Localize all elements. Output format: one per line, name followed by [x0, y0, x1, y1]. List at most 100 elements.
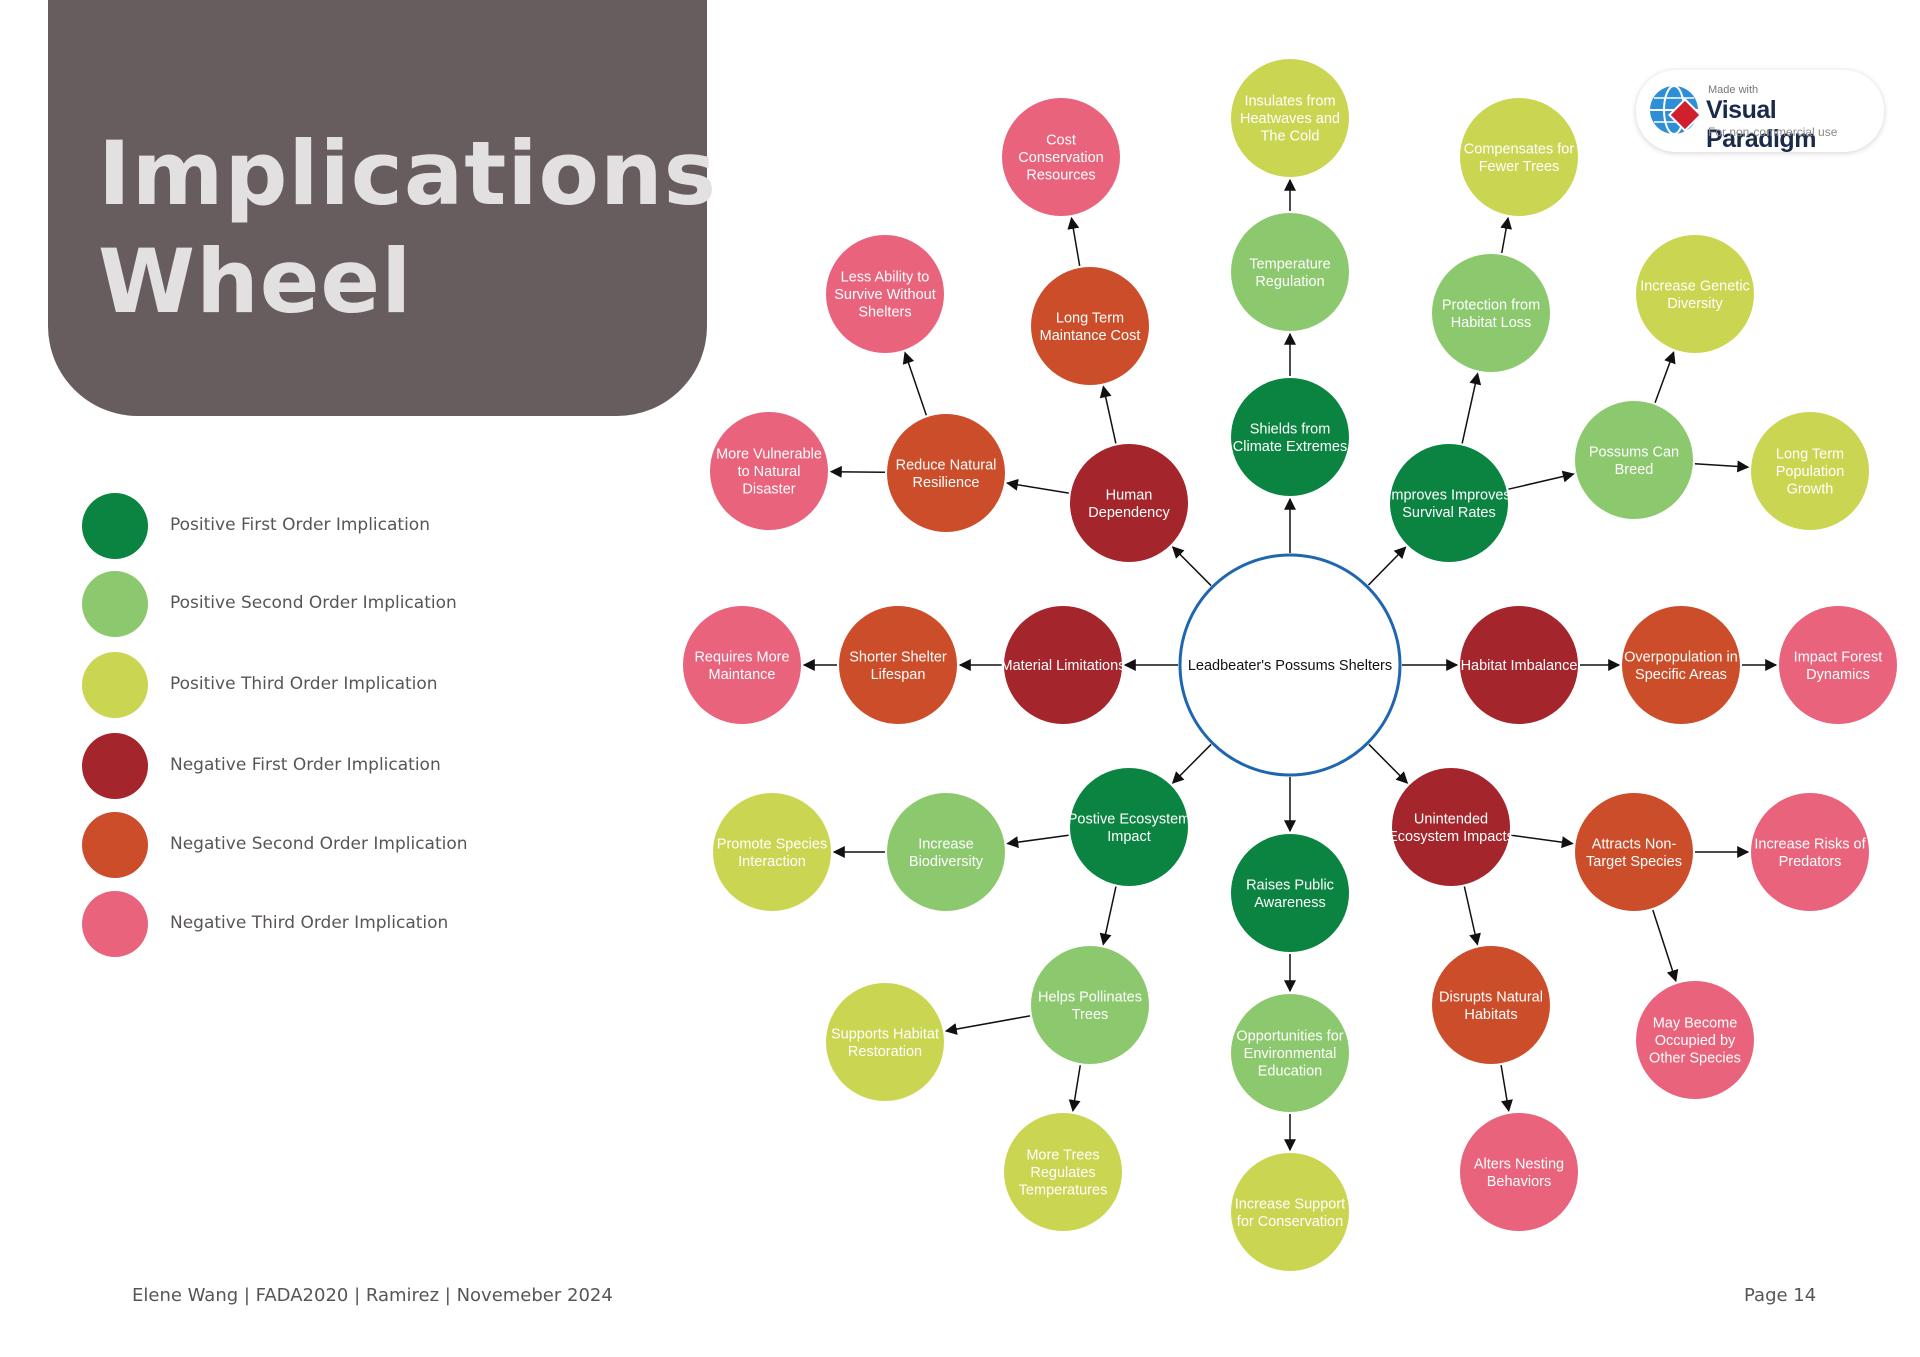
node-circle: [1751, 412, 1869, 530]
node-circle: [887, 793, 1005, 911]
node-label-line: Growth: [1787, 482, 1834, 498]
legend-swatch: [82, 571, 148, 637]
node-circle: [1460, 606, 1578, 724]
node-circle: [839, 606, 957, 724]
node-circle: [1390, 444, 1508, 562]
node-circle: [1622, 606, 1740, 724]
edge-center-to-improves: [1367, 546, 1407, 586]
node-label-line: Postive Ecosystem: [1068, 811, 1191, 827]
node-label-line: Material Limitations: [1001, 658, 1126, 674]
edge-reduce_res-to-more_vuln: [829, 465, 886, 478]
edge-center-to-unintended: [1368, 743, 1409, 784]
node-label-line: Requires More: [694, 649, 789, 665]
edge-pollinates-to-more_trees: [1068, 1065, 1082, 1112]
node-label-line: Disrupts Natural: [1439, 989, 1543, 1005]
node-label-line: Dynamics: [1806, 667, 1870, 683]
node-label-line: Raises Public: [1246, 877, 1334, 893]
node-circle: [1004, 1113, 1122, 1231]
node-label-line: Ecosystem Impacts: [1388, 829, 1514, 845]
node-material: Material Limitations: [1001, 606, 1126, 724]
node-circle: [1070, 444, 1188, 562]
visual-paradigm-badge: Made with Visual Paradigm For non-commer…: [1636, 70, 1884, 153]
edge-human_dep-to-long_cost: [1099, 385, 1117, 444]
node-circle: [710, 412, 828, 530]
legend-swatch: [82, 812, 148, 878]
legend-label: Positive Second Order Implication: [170, 593, 457, 613]
node-label-line: Restoration: [848, 1044, 922, 1060]
node-label-line: Dependency: [1088, 505, 1170, 521]
node-label-line: Interaction: [738, 854, 806, 870]
node-circle: [1432, 254, 1550, 372]
legend-swatch: [82, 493, 148, 559]
node-label-line: Unintended: [1414, 811, 1488, 827]
node-circle: [1002, 98, 1120, 216]
legend-swatch: [82, 652, 148, 718]
node-label-line: Resilience: [913, 475, 980, 491]
node-label-line: Alters Nesting: [1474, 1156, 1564, 1172]
node-label-line: to Natural: [738, 464, 801, 480]
edge-disrupts-to-alters: [1500, 1065, 1513, 1113]
node-label-line: Maintance Cost: [1040, 328, 1141, 344]
edge-pollinates-to-habitat_rest: [944, 1015, 1031, 1035]
node-label-line: Environmental: [1244, 1046, 1337, 1062]
node-label-line: Overpopulation in: [1624, 649, 1738, 665]
node-label-line: Habitat Imbalance: [1461, 658, 1578, 674]
node-label-line: Survival Rates: [1402, 505, 1495, 521]
edge-unintended-to-disrupts: [1463, 886, 1481, 946]
legend-label: Negative Third Order Implication: [170, 913, 449, 933]
node-label-line: Maintance: [709, 667, 776, 683]
node-label-line: Shorter Shelter: [849, 649, 947, 665]
node-label-line: Improves Improves: [1387, 487, 1510, 503]
node-circle: [713, 793, 831, 911]
legend-item-negative-first: Negative First Order Implication: [82, 733, 542, 799]
node-label-line: Diversity: [1667, 296, 1723, 312]
node-label-line: Compensates for: [1464, 141, 1575, 157]
node-label-line: Behaviors: [1487, 1174, 1551, 1190]
node-label-line: Biodiversity: [909, 854, 984, 870]
node-label-line: Long Term: [1056, 310, 1124, 326]
node-circle: [1031, 946, 1149, 1064]
node-label-line: Promote Species: [717, 836, 827, 852]
node-label-line: Education: [1258, 1064, 1323, 1080]
node-circle: [1231, 994, 1349, 1112]
node-label-line: Increase: [918, 836, 974, 852]
legend-swatch: [82, 891, 148, 957]
node-label-line: Habitat Loss: [1451, 315, 1532, 331]
node-label-line: Shields from: [1250, 421, 1331, 437]
node-circle: [1460, 1113, 1578, 1231]
center-node: Leadbeater's Possums Shelters: [1178, 553, 1402, 777]
page-title: Implications Wheel: [98, 120, 717, 336]
node-circle: [683, 606, 801, 724]
node-label-line: More Trees: [1026, 1148, 1099, 1164]
node-circle: [1392, 768, 1510, 886]
legend-item-positive-third: Positive Third Order Implication: [82, 652, 542, 718]
nodes-layer: Leadbeater's Possums Shelters Shields fro…: [683, 59, 1897, 1271]
edge-protection-to-compensates: [1500, 216, 1513, 254]
node-attracts: Attracts Non-Target Species: [1575, 793, 1693, 911]
